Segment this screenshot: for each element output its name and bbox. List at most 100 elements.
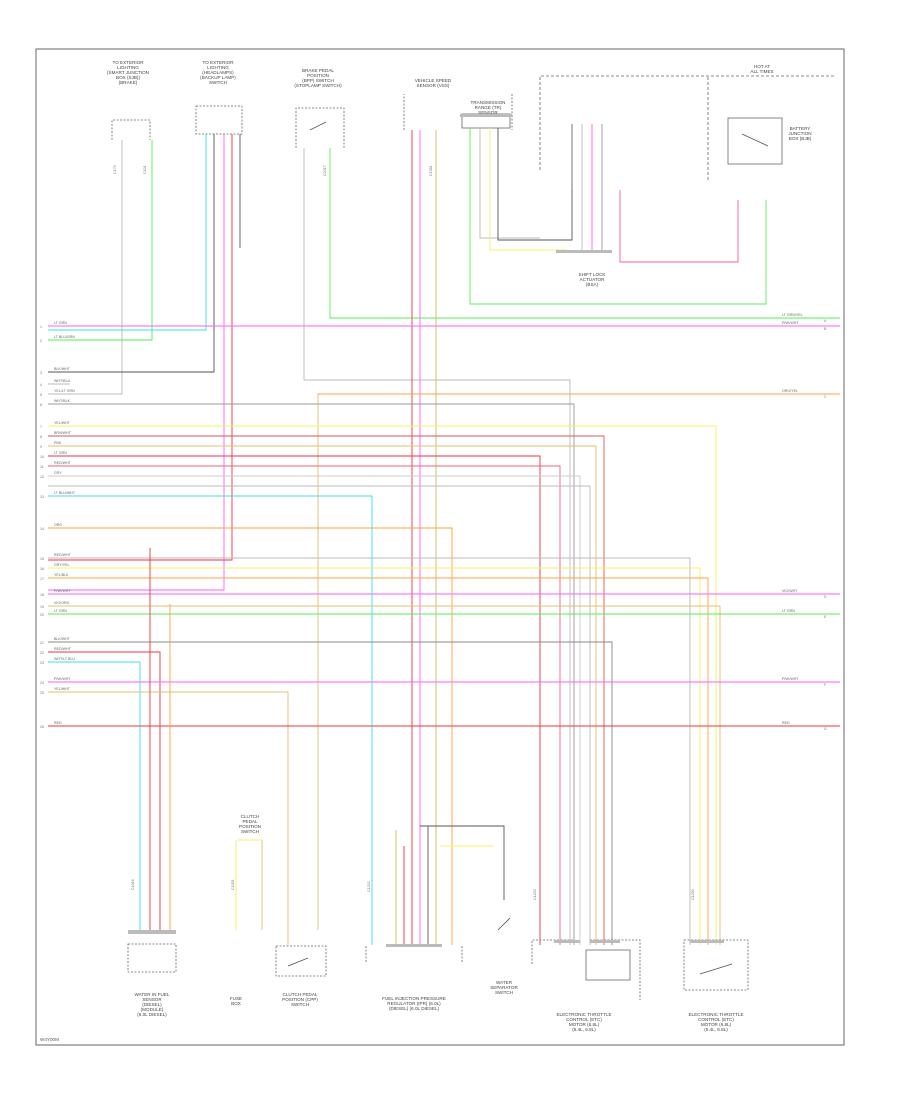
svg-text:VIO/ORG: VIO/ORG bbox=[54, 601, 70, 605]
svg-text:2: 2 bbox=[40, 339, 42, 343]
svg-text:C2017: C2017 bbox=[323, 165, 327, 176]
svg-text:E: E bbox=[824, 615, 827, 619]
svg-text:BLK/WHT: BLK/WHT bbox=[54, 367, 71, 371]
svg-text:26: 26 bbox=[40, 725, 44, 729]
svg-text:LT GRN: LT GRN bbox=[54, 321, 67, 325]
svg-text:LT GRN: LT GRN bbox=[54, 609, 67, 613]
svg-text:17: 17 bbox=[40, 577, 44, 581]
svg-text:C1551: C1551 bbox=[231, 879, 235, 890]
svg-text:8: 8 bbox=[40, 435, 42, 439]
svg-text:13: 13 bbox=[40, 495, 44, 499]
svg-text:3: 3 bbox=[40, 371, 42, 375]
footer-code: W4Y00M bbox=[40, 1037, 59, 1042]
svg-text:PNK/WHT: PNK/WHT bbox=[782, 677, 799, 681]
top-vertical-wires bbox=[48, 124, 840, 945]
right-wire-labels: LT GRN/YEL PNK/WHT ORG/YEL VIO/WHT LT GR… bbox=[782, 313, 803, 725]
svg-text:YEL/WHT: YEL/WHT bbox=[54, 421, 71, 425]
svg-text:18: 18 bbox=[40, 593, 44, 597]
svg-text:6: 6 bbox=[40, 403, 42, 407]
svg-text:ORG: ORG bbox=[54, 523, 62, 527]
connector-tags: C170 C101 C2017 C1381 C1016 C1551 C1232 … bbox=[113, 165, 695, 900]
svg-text:BRN/WHT: BRN/WHT bbox=[54, 431, 72, 435]
horizontal-bus-wires bbox=[48, 325, 840, 945]
svg-text:C1016: C1016 bbox=[131, 879, 135, 890]
svg-text:RED: RED bbox=[782, 721, 790, 725]
svg-text:RED/WHT: RED/WHT bbox=[54, 647, 72, 651]
svg-text:12: 12 bbox=[40, 475, 44, 479]
svg-text:C1381: C1381 bbox=[429, 165, 433, 176]
svg-text:15: 15 bbox=[40, 557, 44, 561]
svg-text:WHT/LT BLU: WHT/LT BLU bbox=[54, 657, 75, 661]
svg-text:C: C bbox=[824, 395, 827, 399]
svg-text:YEL/WHT: YEL/WHT bbox=[54, 687, 71, 691]
left-pin-numbers: 1 2 3 4 5 6 7 8 9 10 11 12 13 14 15 16 1… bbox=[40, 325, 44, 729]
svg-text:10: 10 bbox=[40, 455, 44, 459]
svg-text:C170: C170 bbox=[113, 165, 117, 174]
svg-text:YEL/LT GRN: YEL/LT GRN bbox=[54, 389, 75, 393]
svg-text:9: 9 bbox=[40, 445, 42, 449]
svg-text:1: 1 bbox=[40, 325, 42, 329]
svg-text:C101: C101 bbox=[143, 165, 147, 174]
svg-text:PNK/WHT: PNK/WHT bbox=[54, 589, 71, 593]
svg-text:C1233: C1233 bbox=[533, 889, 537, 900]
svg-text:16: 16 bbox=[40, 567, 44, 571]
svg-text:BLK/WHT: BLK/WHT bbox=[54, 637, 71, 641]
svg-text:RED/WHT: RED/WHT bbox=[54, 461, 72, 465]
svg-text:11: 11 bbox=[40, 465, 44, 469]
connector-blocks bbox=[128, 114, 724, 947]
svg-text:WHT/BLU: WHT/BLU bbox=[54, 379, 71, 383]
svg-text:ORG/YEL: ORG/YEL bbox=[782, 389, 798, 393]
svg-text:LT BLU/GRN: LT BLU/GRN bbox=[54, 335, 75, 339]
diagram-frame bbox=[35, 48, 845, 1046]
svg-text:4: 4 bbox=[40, 383, 42, 387]
svg-text:F: F bbox=[824, 683, 827, 687]
svg-text:14: 14 bbox=[40, 527, 44, 531]
svg-text:RED/WHT: RED/WHT bbox=[54, 553, 72, 557]
svg-text:GRY/YEL: GRY/YEL bbox=[54, 563, 70, 567]
svg-text:PNK: PNK bbox=[54, 441, 62, 445]
svg-text:PNK/WHT: PNK/WHT bbox=[54, 677, 71, 681]
right-connector-letters: A B C D E F G bbox=[824, 319, 827, 731]
svg-text:LT GRN: LT GRN bbox=[54, 451, 67, 455]
svg-text:B: B bbox=[824, 327, 827, 331]
svg-text:C1232: C1232 bbox=[367, 881, 371, 892]
svg-text:LT BLU/WHT: LT BLU/WHT bbox=[54, 491, 76, 495]
svg-text:22: 22 bbox=[40, 651, 44, 655]
svg-text:A: A bbox=[824, 319, 827, 323]
svg-text:G: G bbox=[824, 727, 827, 731]
svg-text:5: 5 bbox=[40, 393, 42, 397]
svg-text:PNK/WHT: PNK/WHT bbox=[782, 321, 799, 325]
svg-text:21: 21 bbox=[40, 641, 44, 645]
svg-text:GRY: GRY bbox=[54, 471, 62, 475]
svg-text:YEL/BLK: YEL/BLK bbox=[54, 573, 69, 577]
svg-text:25: 25 bbox=[40, 691, 44, 695]
